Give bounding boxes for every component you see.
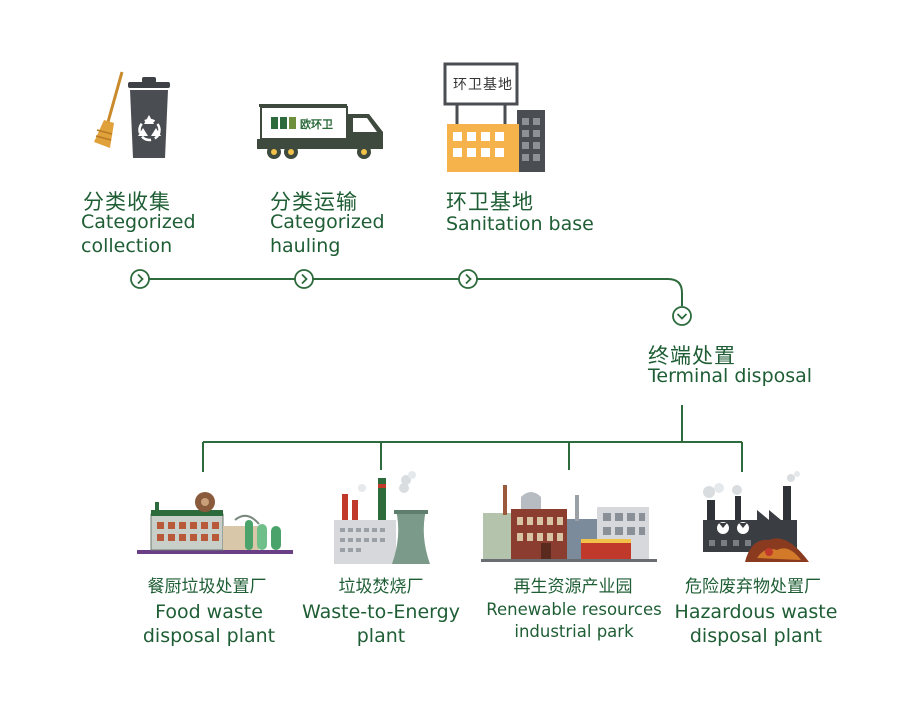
facility-hazardous-title-cn: 危险废弃物处置厂 [685, 577, 821, 597]
stage-hauling-title-cn: 分类运输 [270, 190, 358, 214]
stage-base-title-cn: 环卫基地 [446, 190, 534, 214]
facility-wte-title-en: Waste-to-Energy plant [302, 601, 460, 647]
stage-hauling-title-en: Categorized hauling [270, 211, 385, 257]
stage-base-title-en: Sanitation base [446, 213, 594, 235]
sanitation-building-icon: 环卫基地 [443, 62, 549, 174]
truck-brand-text: 欧环卫 [300, 118, 333, 131]
facility-wte-title-cn: 垃圾焚烧厂 [338, 577, 424, 597]
stage-collection-title-en: Categorized collection [81, 211, 196, 257]
recycling-bin-broom-icon [94, 71, 170, 158]
facility-food-waste-title-cn: 餐厨垃圾处置厂 [147, 577, 267, 597]
garbage-truck-icon: 欧环卫 [257, 104, 389, 166]
facility-hazardous-title-en: Hazardous waste disposal plant [674, 601, 838, 647]
terminal-title-cn: 终端处置 [648, 344, 736, 368]
terminal-title-en: Terminal disposal [648, 365, 813, 387]
food-waste-plant-icon [137, 492, 293, 554]
facility-recycling-title-cn: 再生资源产业园 [513, 577, 633, 597]
recycling-park-icon [481, 485, 657, 562]
step-arrow-icon [130, 269, 150, 289]
step-arrow-icon [458, 269, 478, 289]
facility-food-waste-title-en: Food waste disposal plant [142, 601, 276, 647]
stage-collection-title-cn: 分类收集 [83, 190, 171, 214]
billboard-text: 环卫基地 [453, 77, 513, 93]
step-arrow-icon [294, 269, 314, 289]
waste-to-energy-plant-icon [334, 471, 430, 564]
hazardous-waste-plant-icon [703, 471, 809, 562]
facility-recycling-title-en: Renewable resources industrial park [486, 600, 662, 641]
step-down-arrow-icon [672, 306, 692, 326]
